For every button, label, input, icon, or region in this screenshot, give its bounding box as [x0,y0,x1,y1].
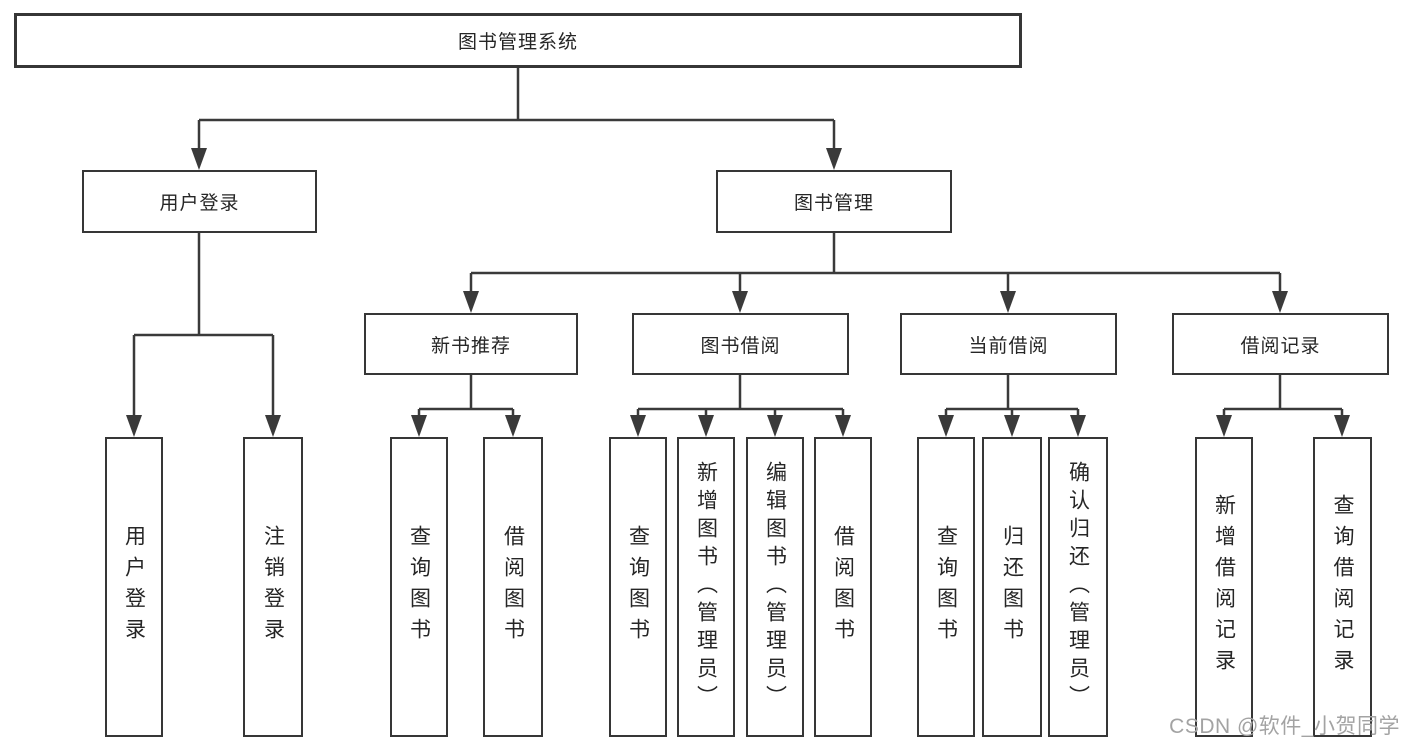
leaf-query-books-rec: 查询图书 [390,437,448,737]
leaf-edit-books: 编辑图书（管理员） [746,437,804,737]
leaf-logout-label: 注销登录 [261,525,285,649]
edge-paths [132,68,1344,418]
leaf-user-login: 用户登录 [105,437,163,737]
leaf-logout: 注销登录 [243,437,303,737]
node-book-borrow: 图书借阅 [632,313,849,375]
leaf-query-books-current-label: 查询图书 [934,525,958,649]
leaf-add-books: 新增图书（管理员） [677,437,735,737]
node-new-book-rec-label: 新书推荐 [430,335,511,357]
node-book-mgmt-label: 图书管理 [793,193,874,214]
leaf-borrow-books-borrow: 借阅图书 [814,437,872,737]
leaf-add-books-label: 新增图书（管理员） [694,461,718,713]
leaf-query-borrow-record-label: 查询借阅记录 [1331,494,1354,680]
leaf-add-borrow-record-label: 新增借阅记录 [1212,494,1236,680]
leaf-add-borrow-record: 新增借阅记录 [1195,437,1253,737]
arrowheads [126,148,1350,437]
leaf-borrow-books-borrow-label: 借阅图书 [831,525,855,649]
leaf-user-login-label: 用户登录 [122,525,146,649]
node-root: 图书管理系统 [14,13,1022,68]
leaf-query-books-rec-label: 查询图书 [407,525,431,649]
node-borrow-records-label: 借阅记录 [1240,335,1321,357]
leaf-query-borrow-record: 查询借阅记录 [1313,437,1372,737]
leaf-confirm-return: 确认归还（管理员） [1048,437,1108,737]
node-new-book-rec: 新书推荐 [364,313,578,375]
node-current-borrow: 当前借阅 [900,313,1117,375]
watermark: CSDN @软件_小贺同学 [1169,715,1400,738]
leaf-query-books-borrow: 查询图书 [609,437,667,737]
node-borrow-records: 借阅记录 [1172,313,1389,375]
node-user-login-label: 用户登录 [159,193,240,214]
node-book-borrow-label: 图书借阅 [700,335,781,357]
leaf-confirm-return-label: 确认归还（管理员） [1066,461,1090,713]
leaf-borrow-books-rec-label: 借阅图书 [501,525,525,649]
node-current-borrow-label: 当前借阅 [968,335,1049,357]
leaf-query-books-borrow-label: 查询图书 [626,525,650,649]
leaf-edit-books-label: 编辑图书（管理员） [763,461,787,713]
node-user-login: 用户登录 [82,170,317,233]
leaf-borrow-books-rec: 借阅图书 [483,437,543,737]
node-root-label: 图书管理系统 [457,32,578,53]
leaf-return-books: 归还图书 [982,437,1042,737]
node-book-mgmt: 图书管理 [716,170,952,233]
leaf-query-books-current: 查询图书 [917,437,975,737]
leaf-return-books-label: 归还图书 [1000,525,1024,649]
